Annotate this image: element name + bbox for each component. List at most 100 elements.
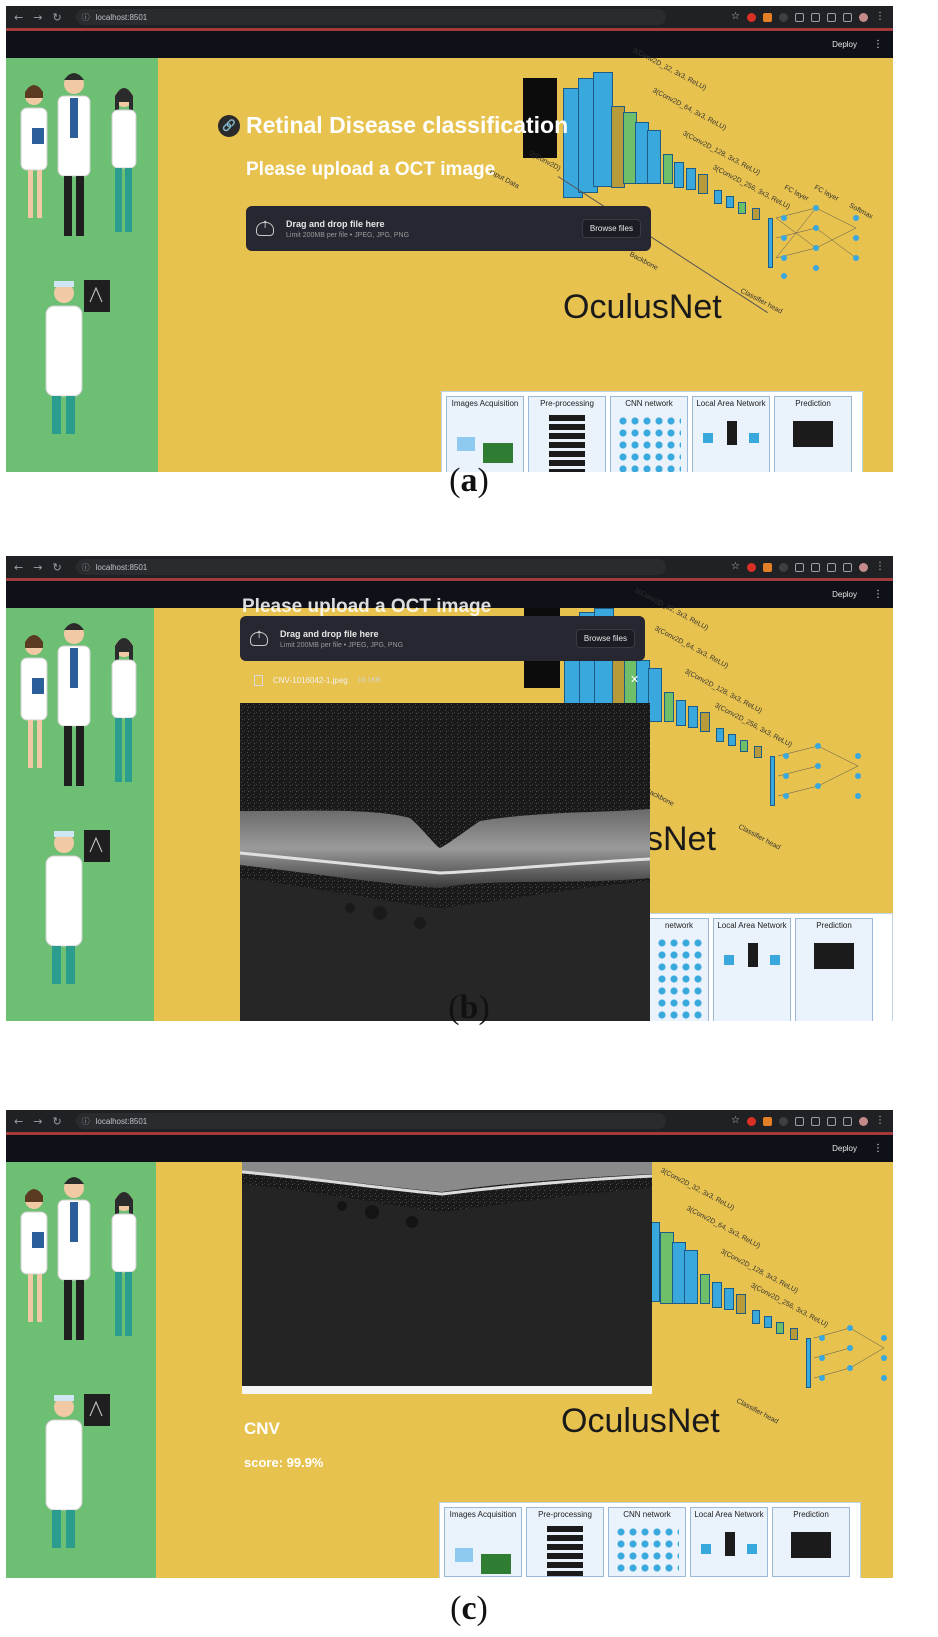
pipeline-diagram: Images Acquisition Pre-processing CNN ne…: [441, 391, 863, 472]
side-panel-icon[interactable]: [843, 562, 852, 572]
remove-file-icon[interactable]: ✕: [630, 673, 640, 686]
tab-accent-line: [6, 1132, 893, 1135]
browse-files-button[interactable]: Browse files: [581, 219, 641, 238]
profile-avatar-icon[interactable]: [859, 562, 868, 572]
deploy-button[interactable]: Deploy: [832, 1144, 857, 1153]
brand-logo-text: sNet: [646, 820, 716, 858]
bookmark-star-icon[interactable]: ☆: [731, 11, 740, 22]
bookmark-star-icon[interactable]: ☆: [731, 561, 740, 572]
extensions-row: ☆ ⋮: [731, 12, 885, 22]
address-bar[interactable]: ⓘ localhost:8501: [75, 9, 666, 25]
pipeline-step-label: Pre-processing: [540, 399, 594, 408]
browse-files-button[interactable]: Browse files: [575, 629, 635, 648]
media-control-icon[interactable]: [811, 562, 820, 572]
extensions-row: ☆ ⋮: [731, 562, 885, 572]
extension-puzzle-icon[interactable]: [795, 562, 804, 572]
tab-accent-line: [6, 28, 893, 31]
forward-icon[interactable]: →: [33, 10, 43, 24]
pipeline-step-label: CNN network: [623, 1510, 671, 1519]
doctors-illustration: [20, 73, 137, 434]
doctors-illustration: [20, 623, 137, 984]
prediction-score: score: 99.9%: [244, 1455, 324, 1470]
extension-fox-icon[interactable]: [763, 562, 772, 572]
profile-avatar-icon[interactable]: [859, 1116, 868, 1126]
link-icon[interactable]: 🔗: [218, 114, 240, 137]
title-row: 🔗 Retinal Disease classification: [218, 112, 568, 139]
side-panel-icon[interactable]: [843, 1116, 852, 1126]
caption-b: (b): [448, 989, 490, 1026]
caption-a: (a): [449, 462, 489, 499]
browser-menu-icon[interactable]: ⋮: [875, 561, 885, 572]
deploy-button[interactable]: Deploy: [832, 40, 857, 49]
back-icon[interactable]: ←: [14, 1114, 24, 1128]
oct-scan-image: [242, 1162, 652, 1394]
side-panel-icon[interactable]: [843, 12, 852, 22]
extension-dark-icon[interactable]: [779, 12, 788, 22]
address-bar[interactable]: ⓘ localhost:8501: [75, 559, 666, 575]
file-limit-text: Limit 200MB per file • JPEG, JPG, PNG: [280, 641, 404, 649]
extension-red-icon[interactable]: [747, 562, 756, 572]
pipeline-step-label: Prediction: [816, 921, 852, 930]
file-uploader-dropzone[interactable]: Drag and drop file here Limit 200MB per …: [240, 616, 645, 661]
extension-puzzle-icon[interactable]: [795, 1116, 804, 1126]
oct-scan-image: [240, 703, 650, 1021]
page-title: Retinal Disease classification: [246, 112, 569, 138]
sidebar: [6, 58, 158, 472]
kebab-menu-icon[interactable]: ⋮: [873, 589, 883, 600]
extension-red-icon[interactable]: [747, 12, 756, 22]
main-content: 3(Conv2D_32, 3x3, ReLU) 3(Conv2D_64, 3x3…: [156, 1162, 893, 1578]
bookmark-star-icon[interactable]: ☆: [731, 1115, 740, 1126]
forward-icon[interactable]: →: [33, 1114, 43, 1128]
media-control-icon[interactable]: [811, 1116, 820, 1126]
pipeline-step-label: Prediction: [793, 1510, 829, 1519]
sidebar: [6, 1162, 156, 1578]
file-uploader-dropzone[interactable]: Drag and drop file here Limit 200MB per …: [246, 206, 651, 251]
url-text: localhost:8501: [95, 12, 148, 22]
site-info-icon[interactable]: ⓘ: [81, 12, 90, 22]
site-info-icon[interactable]: ⓘ: [81, 562, 90, 572]
download-icon[interactable]: [827, 12, 836, 22]
extension-fox-icon[interactable]: [763, 1116, 772, 1126]
pipeline-step-label: Images Acquisition: [451, 399, 519, 408]
network-diagram: 3(Conv2D_32, 3x3, ReLU) 3(Conv2D_64, 3x3…: [616, 1162, 893, 1432]
net-label: Backbone: [628, 251, 659, 272]
extension-red-icon[interactable]: [747, 1116, 756, 1126]
address-bar[interactable]: ⓘ localhost:8501: [75, 1113, 666, 1129]
net-label: 3(Conv2D_64, 3x3, ReLU): [651, 87, 728, 132]
back-icon[interactable]: ←: [14, 10, 24, 24]
back-icon[interactable]: ←: [14, 560, 24, 574]
deploy-button[interactable]: Deploy: [832, 590, 857, 599]
extension-fox-icon[interactable]: [763, 12, 772, 22]
uploaded-file-row: CNV-1016042-1.jpeg 18.1KB: [254, 675, 381, 686]
drop-text: Drag and drop file here: [280, 628, 379, 639]
forward-icon[interactable]: →: [33, 560, 43, 574]
screenshot-panel-c: ← → ↻ ⓘ localhost:8501 ☆ ⋮ Deploy ⋮: [6, 1110, 893, 1578]
profile-avatar-icon[interactable]: [859, 12, 868, 22]
net-label: 3(Conv2D_64, 3x3, ReLU): [685, 1205, 762, 1250]
screenshot-panel-b: ← → ↻ ⓘ localhost:8501 ☆ ⋮ Deploy ⋮: [6, 556, 893, 1021]
uploaded-file-name: CNV-1016042-1.jpeg: [273, 676, 348, 685]
reload-icon[interactable]: ↻: [52, 1114, 62, 1128]
net-label: Classifier head: [735, 1397, 780, 1426]
brand-logo-text: OculusNet: [563, 288, 722, 326]
url-text: localhost:8501: [95, 562, 148, 572]
reload-icon[interactable]: ↻: [52, 10, 62, 24]
browser-menu-icon[interactable]: ⋮: [875, 1115, 885, 1126]
extension-dark-icon[interactable]: [779, 1116, 788, 1126]
extension-dark-icon[interactable]: [779, 562, 788, 572]
media-control-icon[interactable]: [811, 12, 820, 22]
reload-icon[interactable]: ↻: [52, 560, 62, 574]
extension-puzzle-icon[interactable]: [795, 12, 804, 22]
kebab-menu-icon[interactable]: ⋮: [873, 39, 883, 50]
app-header: Deploy ⋮: [6, 31, 893, 58]
download-icon[interactable]: [827, 562, 836, 572]
tab-accent-line: [6, 578, 893, 581]
net-label: Classifier head: [737, 823, 782, 852]
screenshot-panel-a: ← → ↻ ⓘ localhost:8501 ☆ ⋮ Deploy ⋮: [6, 6, 893, 472]
download-icon[interactable]: [827, 1116, 836, 1126]
site-info-icon[interactable]: ⓘ: [81, 1116, 90, 1126]
browser-menu-icon[interactable]: ⋮: [875, 11, 885, 22]
pipeline-step-label: Local Area Network: [696, 399, 766, 408]
kebab-menu-icon[interactable]: ⋮: [873, 1143, 883, 1154]
prediction-label: CNV: [244, 1419, 280, 1438]
